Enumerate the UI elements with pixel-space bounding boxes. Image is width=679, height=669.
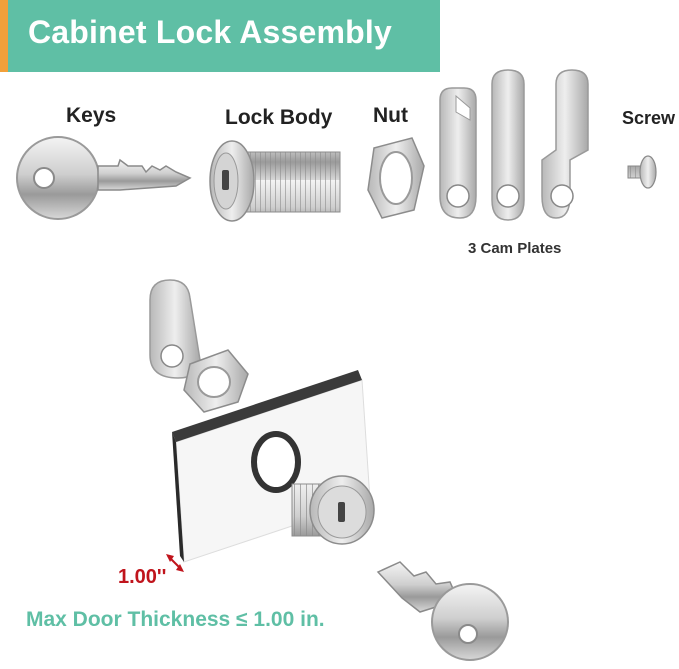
lock-body-part [209, 140, 341, 222]
assembly-nut [183, 349, 249, 413]
screw-part [627, 155, 657, 189]
title-banner: Cabinet Lock Assembly [0, 0, 440, 72]
key-part [16, 136, 192, 220]
cam-plates-label: 3 Cam Plates [468, 240, 562, 257]
cam-plates-part [439, 69, 589, 221]
keys-label: Keys [66, 104, 117, 127]
nut-part [367, 137, 425, 219]
lock-body-label: Lock Body [225, 106, 333, 129]
banner-title: Cabinet Lock Assembly [28, 14, 393, 50]
screw-label: Screw [622, 108, 676, 128]
door-thickness-label: 1.00'' [118, 566, 167, 588]
assembly-key [376, 561, 509, 661]
max-door-thickness-caption: Max Door Thickness ≤ 1.00 in. [26, 608, 325, 631]
thickness-arrow-icon [166, 554, 184, 572]
nut-label: Nut [373, 104, 408, 127]
assembly-lock-body [291, 475, 375, 545]
door-panel [172, 370, 371, 563]
